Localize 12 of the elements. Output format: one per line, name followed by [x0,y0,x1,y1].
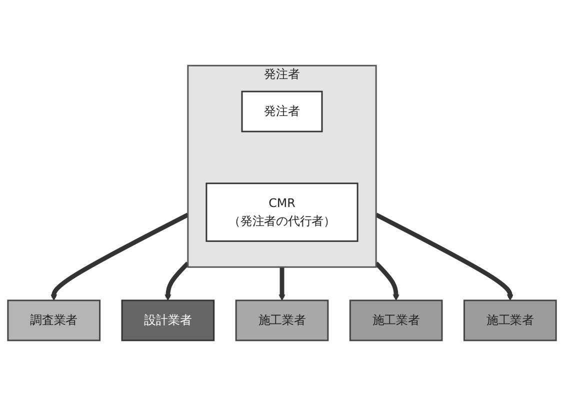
node-box: 施工業者 [235,299,329,341]
arrow [278,266,286,300]
arrow [374,261,400,300]
node-box: CMR （発注者の代行者） [206,182,358,242]
node-box: 施工業者 [463,299,557,341]
arrow [164,261,190,300]
node-box: 発注者 [241,90,323,132]
node-box: 施工業者 [349,299,443,341]
arrow [375,212,514,300]
node-box: 設計業者 [121,299,215,341]
node-box: 調査業者 [7,299,101,341]
arrow [50,212,189,300]
